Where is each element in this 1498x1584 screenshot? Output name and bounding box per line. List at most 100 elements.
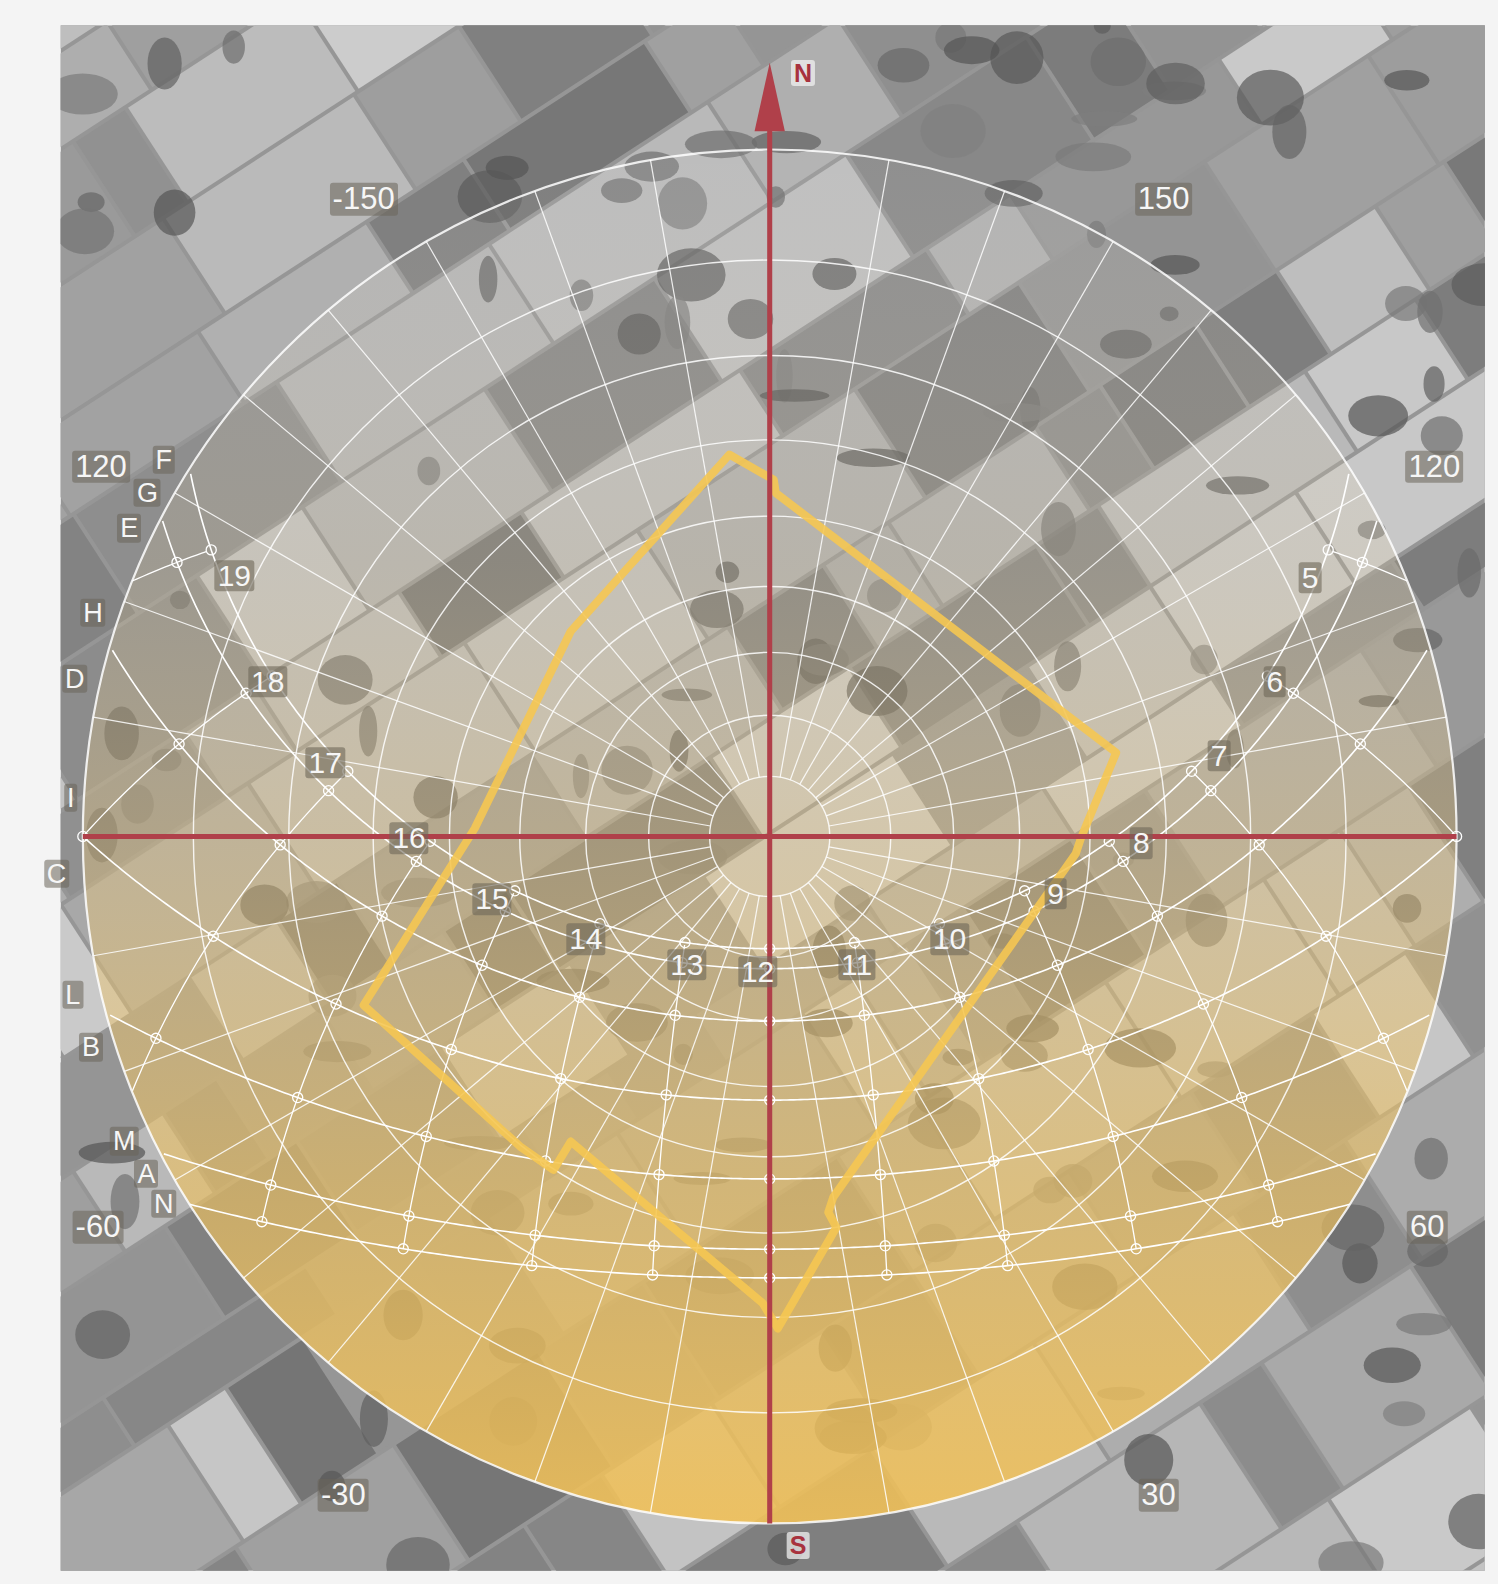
hour-marker [868,1090,878,1100]
month-label: B [79,1033,103,1061]
month-label: E [117,514,141,542]
hour-line [1194,774,1407,1091]
hour-marker [527,1261,537,1271]
hour-marker [151,1033,161,1043]
hour-label: 19 [215,560,254,592]
azimuth-label: 150 [1135,183,1193,216]
hour-marker [999,1230,1009,1240]
month-label: L [62,981,83,1009]
hour-label: 17 [306,747,345,779]
hour-label: 7 [1208,740,1231,772]
hour-line [403,893,513,1249]
hour-marker [324,786,334,796]
compass-label: S [787,1532,810,1558]
hour-marker [1355,739,1365,749]
hour-label: 14 [566,924,605,956]
azimuth-line [650,160,759,777]
hour-label: 9 [1044,878,1067,910]
photo-ground [61,25,1485,1571]
month-label: G [134,479,161,507]
hour-marker [331,999,341,1009]
hour-label: 13 [667,949,706,981]
hour-marker [661,1090,671,1100]
azimuth-line [328,882,731,1362]
hour-marker [849,937,859,947]
hour-marker [377,911,387,921]
hour-marker [1152,911,1162,921]
hour-marker [421,1131,431,1141]
azimuth-line [829,847,1446,956]
azimuth-line [808,310,1211,790]
month-label: F [152,445,175,473]
hour-line [1111,844,1278,1222]
hour-label: 15 [472,883,511,915]
hour-marker [648,1270,658,1280]
hour-marker [670,1010,680,1020]
hour-marker [1321,931,1331,941]
azimuth-line [822,866,1365,1179]
hour-label: 10 [930,924,969,956]
azimuth-line [829,717,1446,826]
hour-marker [1254,840,1264,850]
hour-marker [1020,886,1030,896]
hour-marker [530,1230,540,1240]
hour-marker [446,1044,456,1054]
hour-marker [174,739,184,749]
hour-marker [556,1074,566,1084]
hour-marker [398,1244,408,1254]
azimuth-label: 30 [1138,1479,1178,1512]
hour-line [83,678,269,836]
hour-marker [882,1270,892,1280]
azimuth-line [816,395,1296,798]
hour-label: 11 [838,949,875,981]
azimuth-label: -60 [73,1211,124,1244]
azimuth-line [650,896,759,1513]
hour-marker [257,1217,267,1227]
hour-marker [1237,1093,1247,1103]
hour-label: 16 [389,823,428,855]
hour-label: 8 [1130,828,1153,860]
hour-line [1026,893,1136,1249]
azimuth-line [244,875,724,1278]
month-label: D [62,665,88,693]
hour-line [940,926,1008,1265]
hour-line [1271,678,1457,836]
hour-marker [1125,1211,1135,1221]
hour-marker [275,840,285,850]
hour-label: 12 [738,956,777,988]
hour-marker [1118,856,1128,866]
site-outline [364,455,1117,1329]
north-south-axis [767,126,772,1523]
month-label: M [110,1127,139,1155]
hour-marker [654,1170,664,1180]
hour-marker [1264,1180,1274,1190]
hour-marker [172,557,182,567]
azimuth-label: -150 [330,183,398,216]
hour-marker [680,937,690,947]
hour-marker [1272,1217,1282,1227]
hour-marker [1288,688,1298,698]
hour-line [532,926,600,1265]
hour-line [855,945,887,1275]
photo-haze [61,25,1485,1571]
month-label: N [151,1190,177,1218]
azimuth-line [808,882,1211,1362]
hour-marker [989,1156,999,1166]
hour-marker [477,960,487,970]
hour-marker [649,1241,659,1251]
azimuth-line [426,888,739,1431]
hour-marker [510,886,520,896]
azimuth-label: 60 [1407,1211,1447,1244]
month-label: C [44,860,70,888]
hour-line [262,844,429,1222]
azimuth-label: -30 [318,1479,369,1512]
month-label: H [80,599,106,627]
hour-marker [1108,1131,1118,1141]
hour-marker [1378,1033,1388,1043]
hour-marker [404,1211,414,1221]
azimuth-line [790,893,1004,1482]
hour-label: 5 [1299,562,1322,594]
hour-marker [266,1180,276,1190]
